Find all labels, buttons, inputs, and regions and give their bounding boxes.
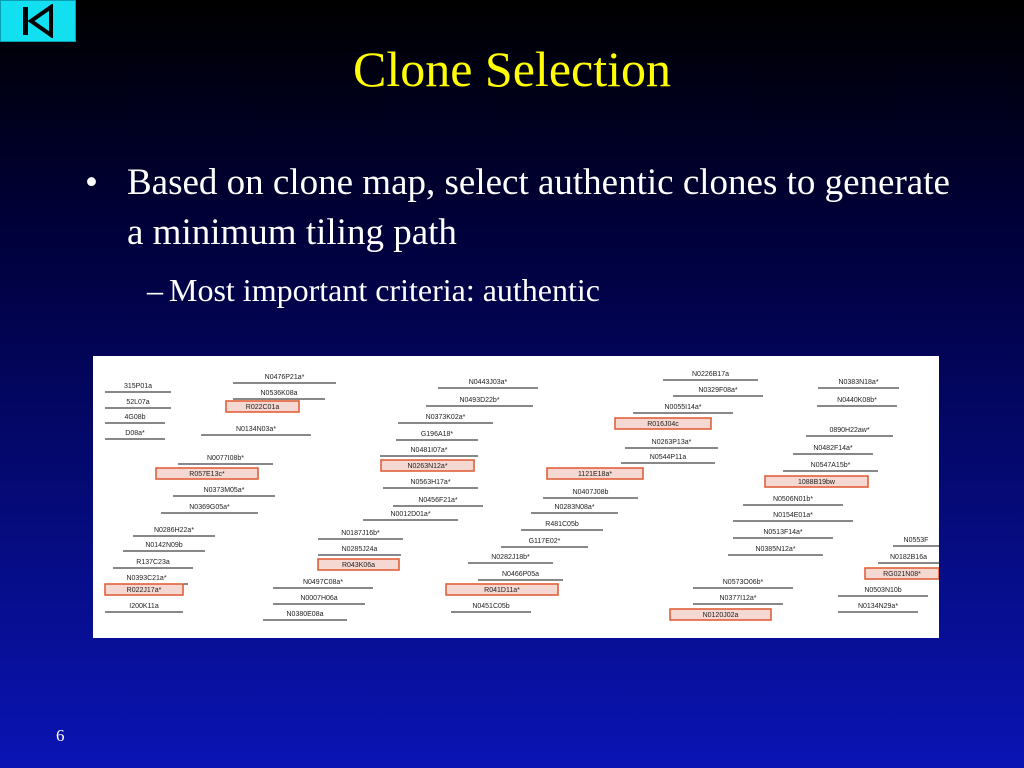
clone-label: N0493D22b* [459, 397, 499, 404]
clone-label: N0134N29a* [858, 603, 898, 610]
authentic-clone-highlight [445, 583, 559, 596]
clone-label: N0154E01a* [773, 512, 813, 519]
clone-label: N0263N12a* [407, 463, 447, 470]
sub-bullet-marker: – [147, 272, 163, 308]
clone-label: 4G08b [124, 414, 145, 421]
clone-label: N0407J08b [573, 489, 609, 496]
clone-label: N0012D01a* [390, 511, 430, 518]
clone-label: N0283N08a* [554, 504, 594, 511]
authentic-clone-highlight [669, 608, 772, 621]
clone-label: N0482F14a* [813, 445, 853, 452]
clone-label: N0120J02a [703, 612, 739, 619]
authentic-clone-highlight [764, 475, 869, 488]
clone-label: R022J17a* [127, 587, 162, 594]
clone-label: N0077I08b* [207, 455, 244, 462]
clone-label: N0263P13a* [652, 439, 692, 446]
clone-label: N0383N18a* [838, 379, 878, 386]
clone-label: N0513F14a* [763, 529, 803, 536]
clone-label: N0282J18b* [491, 554, 530, 561]
authentic-clone-highlight [104, 583, 184, 596]
clone-label: N0286H22a* [154, 527, 194, 534]
clone-label: N0393C21a* [126, 575, 166, 582]
clone-label: 0890H22aw* [829, 427, 869, 434]
clone-label: 315P01a [124, 383, 152, 390]
clone-label: G117E02* [529, 538, 561, 545]
clone-label: G196A18* [421, 431, 454, 438]
clone-label: N0456F21a* [418, 497, 458, 504]
clone-label: N0476P21a* [265, 374, 305, 381]
sub-bullet-text-1: Most important criteria: authentic [169, 272, 600, 308]
clone-label: N0182B16a [890, 554, 927, 561]
clone-label: N0187J16b* [341, 530, 380, 537]
clone-label: N0547A15b* [811, 462, 851, 469]
clone-label: N0055I14a* [665, 404, 702, 411]
clone-label: N0007H06a [300, 595, 337, 602]
clone-label: N0466P05a [502, 571, 539, 578]
clone-label: R043K06a [342, 562, 375, 569]
clone-label: N0481I07a* [411, 447, 448, 454]
clone-label: N0506N01b* [773, 496, 813, 503]
clone-label: N0134N03a* [236, 426, 276, 433]
clone-label: 52L07a [126, 399, 149, 406]
clone-label: N0440K08b* [837, 397, 877, 404]
clone-label: N0373K02a* [426, 414, 466, 421]
clone-label: R481C05b [545, 521, 579, 528]
clone-label: N0385N12a* [755, 546, 795, 553]
clone-label: N0329F08a* [698, 387, 738, 394]
clone-label: N0369G05a* [189, 504, 230, 511]
clone-label: N0573O06b* [723, 579, 764, 586]
clone-label: N0451C05b [472, 603, 509, 610]
page-number: 6 [56, 726, 65, 745]
slide-title: Clone Selection [353, 41, 671, 97]
clone-label: D08a* [125, 430, 145, 437]
clone-label: N0563H17a* [410, 479, 450, 486]
clone-label: R057E13c* [189, 471, 225, 478]
sub-bullet-item-1: – Most important criteria: authentic [85, 268, 965, 312]
authentic-clone-highlight [614, 417, 712, 430]
clone-label: N0226B17a [692, 371, 729, 378]
clone-label: R016J04c [647, 421, 679, 428]
clone-label: N0553F [904, 537, 929, 544]
clone-label: N0373M05a* [204, 487, 245, 494]
clone-label: N0443J03a* [469, 379, 508, 386]
bullet-list: • Based on clone map, select authentic c… [85, 158, 965, 312]
authentic-clone-highlight [225, 400, 300, 413]
clone-label: R041D11a* [484, 587, 520, 594]
clone-label: N0544P11a [650, 454, 687, 461]
clone-label: N0142N09b [145, 542, 182, 549]
authentic-clone-highlight [864, 567, 939, 580]
clone-label: R137C23a [136, 559, 170, 566]
clone-label: N0377I12a* [720, 595, 757, 602]
bullet-text-1: Based on clone map, select authentic clo… [127, 162, 950, 253]
first-slide-icon [23, 4, 53, 38]
authentic-clone-highlight [546, 467, 644, 480]
authentic-clone-highlight [317, 558, 400, 571]
first-slide-button[interactable] [0, 0, 76, 42]
clone-label: R022C01a [246, 404, 280, 411]
clone-label: 1121E18a* [578, 471, 612, 478]
clone-label: N0497C08a* [303, 579, 343, 586]
clone-label: N0503N10b [864, 587, 901, 594]
clone-label: 1088B19bw [798, 479, 836, 486]
clone-label: N0285J24a [342, 546, 378, 553]
clone-label: N0380E08a [287, 611, 324, 618]
authentic-clone-highlight [380, 459, 475, 472]
clone-label: N0536K08a [261, 390, 298, 397]
bullet-item-1: • Based on clone map, select authentic c… [85, 158, 965, 258]
clone-label: RG021N08* [883, 571, 921, 578]
authentic-clone-highlight [155, 467, 259, 480]
clone-label: I200K11a [129, 603, 159, 610]
bullet-marker: • [85, 162, 98, 203]
